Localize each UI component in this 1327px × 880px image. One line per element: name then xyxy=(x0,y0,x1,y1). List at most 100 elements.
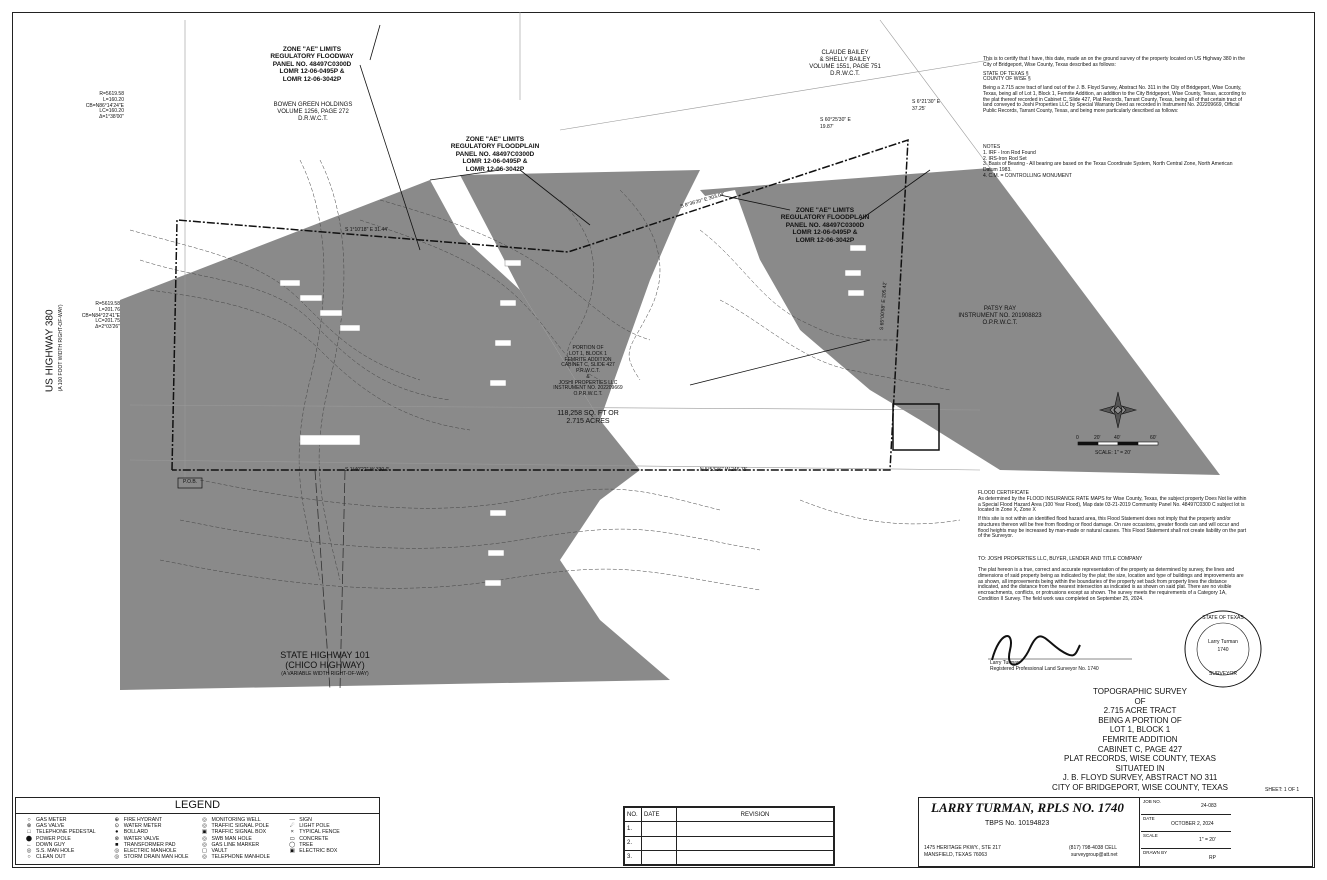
survey-sheet xyxy=(12,12,1315,868)
surveyor-seal xyxy=(1184,610,1262,688)
flood-certificate: FLOOD CERTIFICATE As determined by the F… xyxy=(978,490,1247,540)
legend-symbol-icon: ◎ xyxy=(202,835,207,842)
scale-tick-60: 60' xyxy=(1150,435,1157,441)
legend-item: ▭ CONCRETE xyxy=(285,836,373,842)
legend-symbol-icon: ◎ xyxy=(114,854,120,861)
floodplain-notch-white xyxy=(640,190,920,470)
firm-tbps: TBPS No. 10194823 xyxy=(985,820,1050,827)
legend-item: —SIGN xyxy=(285,817,373,823)
legend-item: ●BOLLARD xyxy=(110,829,198,835)
legend-label: TELEPHONE PEDESTAL xyxy=(36,829,96,836)
legend-label: ELECTRIC MANHOLE xyxy=(123,848,177,855)
legend-label: TRAFFIC SIGNAL BOX xyxy=(211,829,267,836)
legend-item: □ TELEPHONE PEDESTAL xyxy=(22,829,110,835)
legend-label: ELECTRIC BOX xyxy=(299,848,338,855)
job-label: JOB NO. xyxy=(1143,799,1162,804)
legend-item: ← DOWN GUY xyxy=(22,842,110,848)
legend-label: LIGHT POLE xyxy=(299,823,330,830)
legend-item: ⬤POWER POLE xyxy=(22,836,110,842)
legend-symbol-icon: ◎ xyxy=(202,817,207,823)
legend-symbol-icon: □ xyxy=(27,829,31,836)
legend-label: TRAFFIC SIGNAL POLE xyxy=(211,823,269,830)
legend-symbol-icon: ◎ xyxy=(26,848,32,855)
legend-symbol-icon: ▭ xyxy=(289,835,295,842)
callout-leaders xyxy=(359,24,931,386)
surveyor-name: Larry Turman xyxy=(990,660,1020,666)
rev-header-no: NO. xyxy=(624,806,642,823)
rev-header-date: DATE xyxy=(641,806,677,823)
legend-symbol-icon: ☄ xyxy=(289,823,295,830)
legend-symbol-icon: ◎ xyxy=(202,854,207,861)
us-highway-sub: (A 100 FOOT WIDTH RIGHT-OF-WAY) xyxy=(58,304,65,392)
legend-symbol-icon: ▢ xyxy=(201,848,208,855)
bearing-ne-2: S 6°21'30" E xyxy=(912,99,941,105)
legend-item: ▢VAULT xyxy=(198,848,286,854)
legend-item xyxy=(285,854,373,860)
rev-header-revision: REVISION xyxy=(676,806,834,823)
job-scale: 1" = 20' xyxy=(1199,837,1216,843)
legend-symbol-icon: ⊗ xyxy=(114,835,120,842)
legend-label: DOWN GUY xyxy=(36,841,66,848)
signature xyxy=(991,635,1081,666)
to-line: TO: JOSHI PROPERTIES LLC, BUYER, LENDER … xyxy=(978,556,1143,562)
highway-101-lines xyxy=(314,469,346,691)
elevation-labels xyxy=(279,244,867,587)
legend-item: ⊗GAS VALVE xyxy=(22,823,110,829)
firm-email: surveygroup@att.net xyxy=(1071,852,1118,858)
legend-label: TELEPHONE MANHOLE xyxy=(211,854,271,861)
floodplain-shade-center xyxy=(460,170,700,420)
legend-label: SIGN xyxy=(299,817,312,823)
title-block: LARRY TURMAN, RPLS NO. 1740 TBPS No. 101… xyxy=(918,797,1313,867)
legend-label: WATER METER xyxy=(123,823,162,830)
legend-item: ▣TRAFFIC SIGNAL BOX xyxy=(198,829,286,835)
legend-label: GAS LINE MARKER xyxy=(211,841,260,848)
bearing-north: S 1°10'18" E 31.44' xyxy=(345,227,388,233)
parcel-lines xyxy=(129,12,991,480)
bearing-ne-1-dist: 19.87' xyxy=(820,124,834,130)
rev-row-2: 2. xyxy=(624,835,642,851)
legend-label: CONCRETE xyxy=(299,835,329,842)
legend-label: TRANSFORMER PAD xyxy=(123,841,176,848)
legend-item: ◎ TELEPHONE MANHOLE xyxy=(198,854,286,860)
legend-symbol-icon: × xyxy=(290,829,294,836)
firm-phone: (817) 798-4038 CELL xyxy=(1069,845,1118,851)
seal-name: Larry Turman xyxy=(1208,639,1238,645)
job-date: OCTOBER 2, 2024 xyxy=(1171,821,1214,827)
scale-text: SCALE: 1" = 20' xyxy=(1095,450,1131,456)
us-highway-label: US HIGHWAY 380 xyxy=(44,309,56,393)
legend-symbol-icon: ○ xyxy=(27,817,31,823)
scale-tick-0: 0 xyxy=(1076,435,1079,441)
drawn-by: RP xyxy=(1209,855,1216,861)
legend-symbol-icon: ▣ xyxy=(289,848,295,855)
legend-symbol-icon: ◎ xyxy=(202,841,207,848)
date-label: DATE xyxy=(1143,816,1155,821)
legend-symbol-icon: ◯ xyxy=(289,841,296,848)
survey-statement: The plat hereon is a true, correct and a… xyxy=(978,567,1244,602)
legend-label: VAULT xyxy=(211,848,228,855)
floodplain-shade-east xyxy=(700,168,1220,475)
state-highway-sub: (A VARIABLE WIDTH RIGHT-OF-WAY) xyxy=(281,671,369,677)
job-no: 24-083 xyxy=(1201,803,1217,809)
legend-grid: ○GAS METER⊕FIRE HYDRANT◎MONITORING WELL—… xyxy=(16,814,379,863)
legend-item: ⊗WATER VALVE xyxy=(110,836,198,842)
legend-item: ◎ GAS LINE MARKER xyxy=(198,842,286,848)
pob-label: P.O.B. xyxy=(183,479,198,485)
legend-item: ◎TRAFFIC SIGNAL POLE xyxy=(198,823,286,829)
legend-symbol-icon: ◎ xyxy=(114,848,120,855)
legend-label: GAS VALVE xyxy=(36,823,65,830)
legend-label: WATER VALVE xyxy=(123,835,160,842)
legend-item: ⊕FIRE HYDRANT xyxy=(110,817,198,823)
legend-symbol-icon: ■ xyxy=(115,841,119,848)
scale-tick-40: 40' xyxy=(1114,435,1121,441)
pob-box xyxy=(177,477,203,489)
legend-item: ☄ LIGHT POLE xyxy=(285,823,373,829)
legend-symbol-icon: ← xyxy=(26,841,32,848)
